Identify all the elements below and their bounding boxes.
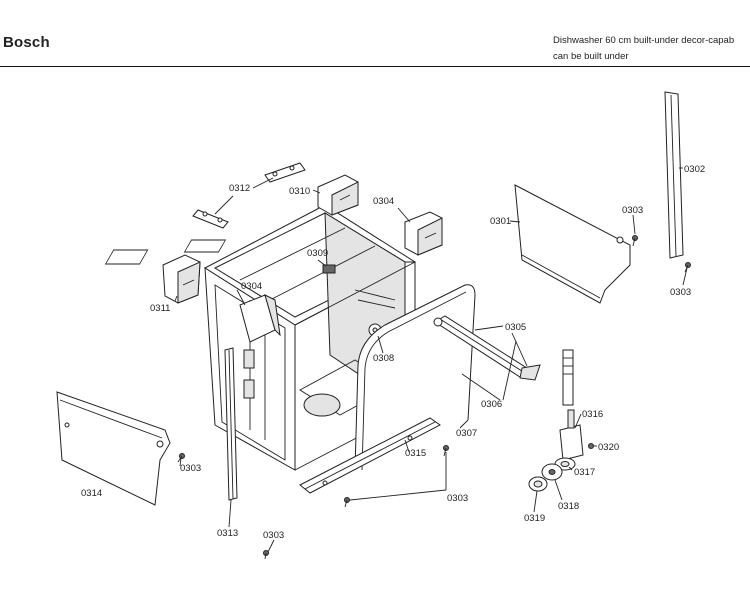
model-description-line-2: can be built under (553, 51, 629, 62)
callout-0315: 0315 (405, 448, 426, 459)
brand-title: Bosch (3, 34, 50, 51)
callout-0303: 0303 (622, 205, 643, 216)
model-description-line-1: Dishwasher 60 cm built-under decor-capab (553, 35, 735, 46)
callout-0320: 0320 (598, 442, 619, 453)
callout-0313: 0313 (217, 528, 238, 539)
callout-0309: 0309 (307, 248, 328, 259)
rail-0302 (664, 91, 684, 259)
side-bracket-0304-tub (239, 294, 281, 343)
corner-bracket-0311 (162, 254, 201, 304)
clip-0309 (322, 264, 336, 274)
callout-labels: 0312 0310 0304 0309 0304 0311 0308 0301 … (81, 164, 705, 541)
callout-0316: 0316 (582, 409, 603, 420)
leader-lines (174, 167, 688, 553)
mounting-plates-0312 (192, 162, 306, 229)
callout-0310: 0310 (289, 186, 310, 197)
callout-0303: 0303 (263, 530, 284, 541)
callout-0302: 0302 (684, 164, 705, 175)
callout-0319: 0319 (524, 513, 545, 524)
callout-0301: 0301 (490, 216, 511, 227)
callout-0312: 0312 (229, 183, 250, 194)
side-bracket-0304-right (404, 211, 443, 256)
header-divider (0, 66, 750, 67)
side-strip-0313 (224, 347, 238, 501)
callout-0305: 0305 (505, 322, 526, 333)
base-rail-0315 (299, 417, 441, 494)
callout-0303: 0303 (670, 287, 691, 298)
callout-0308: 0308 (373, 353, 394, 364)
valve-stack (528, 349, 594, 492)
callout-0318: 0318 (558, 501, 579, 512)
callout-0303: 0303 (180, 463, 201, 474)
plinth-panel-0314 (56, 391, 171, 506)
frame-strap-0307 (354, 284, 476, 471)
callout-0307: 0307 (456, 428, 477, 439)
corner-bracket-0310 (317, 174, 359, 216)
callout-0304: 0304 (373, 196, 394, 207)
screws-0303 (177, 235, 691, 560)
callout-0317: 0317 (574, 467, 595, 478)
callout-0314: 0314 (81, 488, 102, 499)
panel-0301 (514, 184, 631, 304)
callout-0306: 0306 (481, 399, 502, 410)
callout-0303: 0303 (447, 493, 468, 504)
rod-assembly-0305-0306 (433, 315, 541, 381)
callout-0311: 0311 (150, 303, 170, 314)
callout-0304: 0304 (241, 281, 262, 292)
